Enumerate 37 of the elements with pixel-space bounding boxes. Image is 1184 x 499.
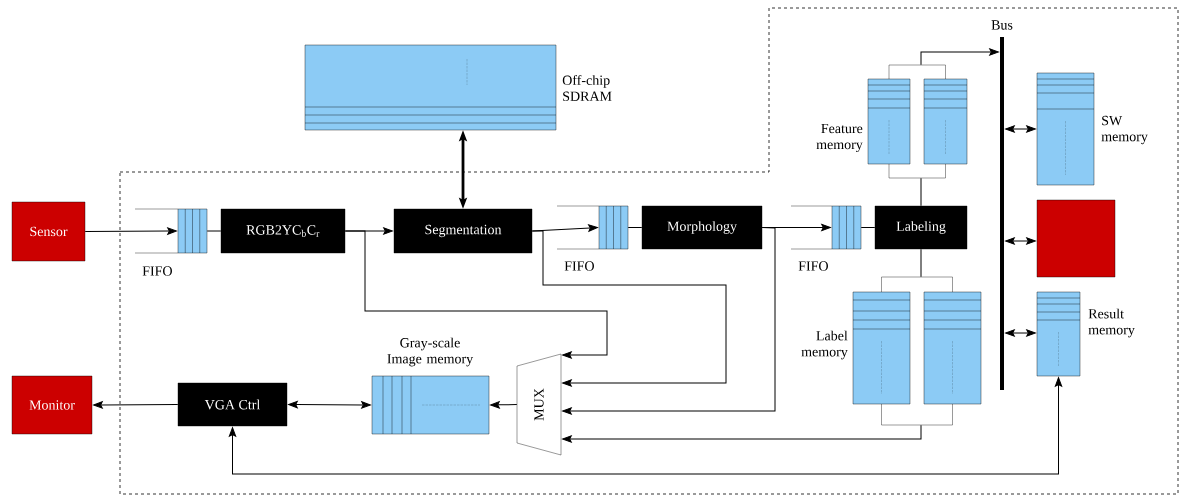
memory-label: Result memory — [1088, 308, 1135, 338]
arrow — [531, 230, 727, 387]
connector-line — [920, 177, 922, 207]
arrow — [1005, 125, 1036, 133]
arrow — [562, 227, 776, 415]
device-box: Sensor — [11, 201, 86, 262]
process-box: Segmentation — [393, 208, 533, 254]
process-box: VGA Ctrl — [177, 382, 288, 427]
device-box — [1036, 199, 1116, 278]
connector-line — [627, 227, 643, 228]
memory-label: SW memory — [1101, 115, 1148, 145]
process-box: RGB2YC$_{b}$C$_{r}$ — [220, 208, 346, 254]
memory-label: Label memory — [801, 330, 848, 360]
arrow — [228, 377, 1063, 475]
arrow — [490, 401, 518, 409]
arrow — [344, 230, 608, 359]
multiplexer: MUX — [516, 353, 562, 456]
process-box: Morphology — [641, 205, 763, 250]
connector-line — [920, 248, 922, 278]
process-box: Labeling — [874, 205, 968, 250]
device-box: Monitor — [11, 375, 93, 435]
arrow — [562, 424, 922, 443]
arrow — [920, 48, 999, 66]
arrow — [93, 401, 179, 409]
memory-label: Gray-scale Image memory — [387, 337, 474, 367]
fifo-label: FIFO — [142, 266, 172, 276]
memory-label: Off-chip SDRAM — [562, 75, 612, 101]
fifo-label: FIFO — [798, 261, 828, 271]
arrow — [84, 227, 177, 235]
connector-line — [860, 227, 876, 228]
memory-label: Feature memory — [816, 123, 863, 153]
arrow — [1005, 329, 1036, 337]
arrow — [1005, 237, 1036, 245]
fifo-label: FIFO — [564, 261, 594, 271]
arrow — [288, 400, 371, 409]
connector-line — [206, 230, 222, 232]
bus-label: Bus — [991, 20, 1013, 30]
